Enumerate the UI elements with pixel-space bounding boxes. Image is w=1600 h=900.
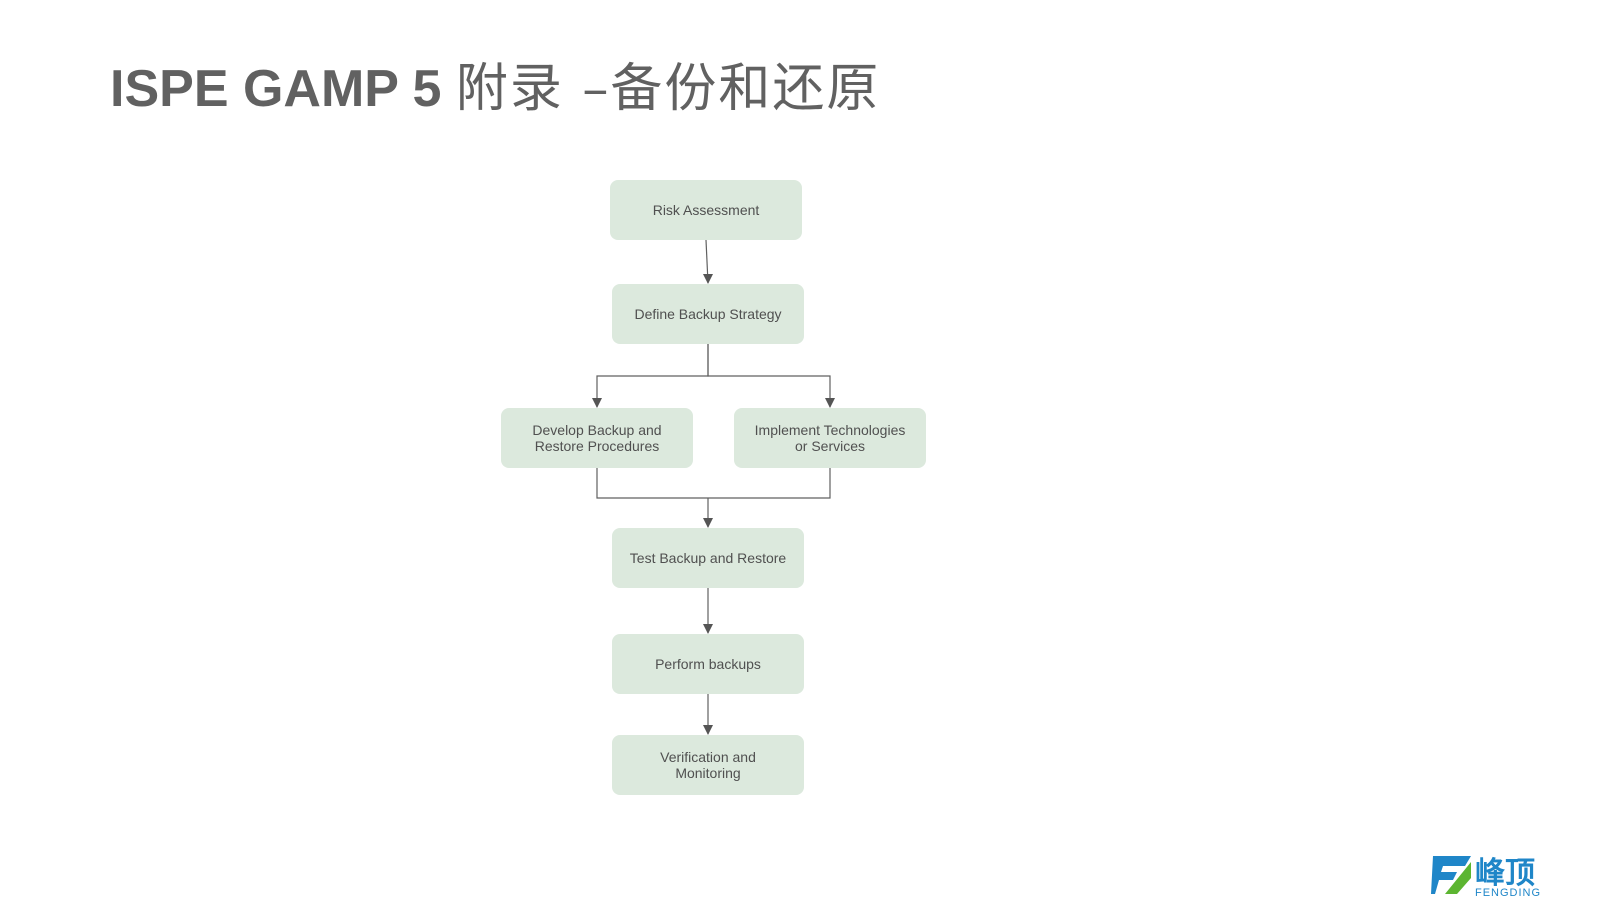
connector-split-technologies — [707, 344, 831, 407]
arrowhead-icon — [825, 398, 835, 408]
flow-node-label: Develop Backup and — [532, 422, 661, 438]
flow-node-risk: Risk Assessment — [610, 180, 802, 240]
flow-node-label: Implement Technologies — [755, 422, 906, 438]
title-latin: ISPE GAMP 5 — [110, 60, 456, 118]
flow-node-strategy: Define Backup Strategy — [612, 284, 804, 344]
flow-node-perform: Perform backups — [612, 634, 804, 694]
logo-subtitle: FENGDING — [1475, 887, 1541, 898]
arrowhead-icon — [703, 274, 713, 284]
flow-node-test: Test Backup and Restore — [612, 528, 804, 588]
flow-node-box — [612, 528, 804, 588]
arrowhead-icon — [592, 398, 602, 408]
arrowhead-icon — [703, 624, 713, 634]
flow-node-label: Test Backup and Restore — [630, 550, 787, 566]
flow-node-box — [734, 408, 926, 468]
flow-node-label: Perform backups — [655, 656, 761, 672]
flow-node-box — [612, 284, 804, 344]
flow-node-box — [501, 408, 693, 468]
connector-split-procedures — [596, 344, 709, 407]
flow-node-label: Monitoring — [675, 765, 740, 781]
logo-name: 峰顶 — [1475, 856, 1535, 891]
flow-node-label: Restore Procedures — [535, 438, 660, 454]
connector-merge-technologies — [708, 468, 831, 499]
arrowhead-icon — [703, 518, 713, 528]
page-title: ISPE GAMP 5 附录 –备份和还原 — [110, 58, 880, 120]
flow-node-label: Define Backup Strategy — [634, 306, 781, 322]
connector-merge-procedures — [596, 468, 708, 499]
flow-node-box — [612, 634, 804, 694]
flow-node-label: Verification and — [660, 749, 756, 765]
flow-node-label: Risk Assessment — [653, 202, 760, 218]
fengding-logo: 峰顶 FENGDING — [1431, 856, 1541, 898]
flow-node-label: or Services — [795, 438, 865, 454]
arrowhead-icon — [703, 725, 713, 735]
connectors — [592, 239, 835, 735]
flow-node-box — [612, 735, 804, 795]
flow-node-box — [610, 180, 802, 240]
logo-mark-icon — [1431, 856, 1471, 894]
title-cjk: 附录 –备份和还原 — [455, 59, 881, 119]
